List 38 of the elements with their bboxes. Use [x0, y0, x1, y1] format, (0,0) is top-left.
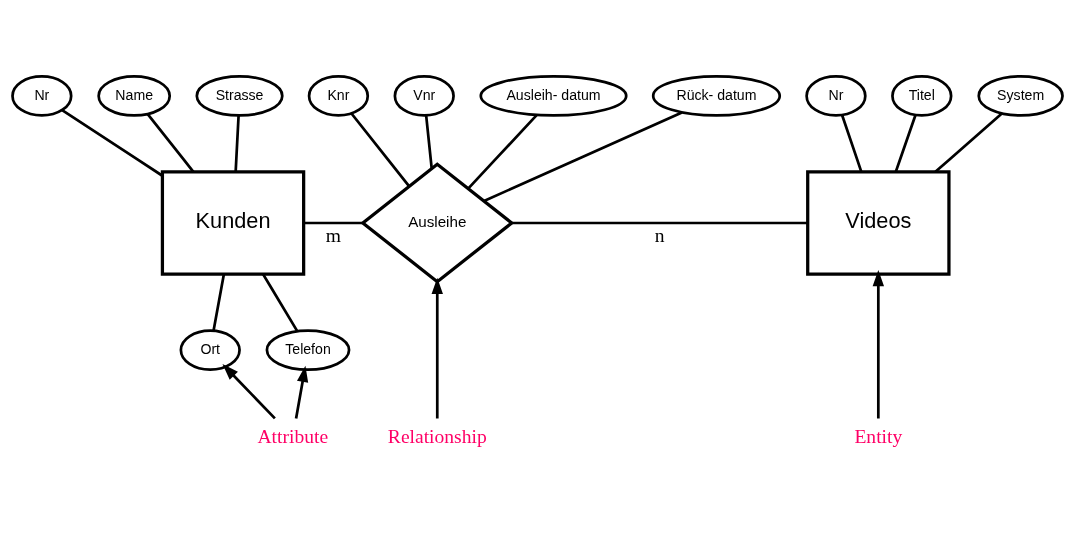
node-ellipse: Rück- datum	[651, 74, 782, 117]
connector	[840, 114, 863, 172]
connector	[212, 273, 226, 331]
connector	[483, 110, 683, 202]
edge-label: m	[325, 224, 341, 246]
connector	[350, 112, 411, 187]
node-ellipse: Knr	[307, 74, 370, 117]
arrow	[222, 363, 276, 419]
node-ellipse: Nr	[11, 74, 73, 117]
node-ellipse: Name	[97, 74, 172, 117]
node-ellipse: Ort	[179, 328, 241, 371]
connector	[424, 114, 434, 169]
node-box: Kunden	[160, 169, 306, 276]
connector	[894, 114, 917, 172]
node-ellipse: Vnr	[393, 74, 455, 117]
edge-label: n	[654, 224, 665, 246]
connector	[262, 273, 299, 332]
arrow	[294, 365, 309, 419]
connector	[934, 111, 1003, 173]
node-box: Videos	[806, 169, 951, 276]
node-text: Entity	[854, 425, 903, 447]
node-text: Attribute	[257, 425, 329, 447]
arrow	[431, 277, 443, 418]
node-ellipse: Titel	[891, 74, 953, 117]
node-text: Relationship	[387, 425, 487, 447]
node-diamond: Ausleihe	[360, 161, 515, 284]
node-ellipse: System	[977, 74, 1064, 117]
connector	[234, 115, 240, 172]
connector	[303, 221, 363, 224]
node-ellipse: Ausleih- datum	[479, 74, 628, 117]
arrow	[872, 269, 885, 418]
connector	[61, 108, 164, 177]
node-ellipse: Strasse	[195, 74, 284, 117]
node-ellipse: Telefon	[265, 328, 351, 371]
node-ellipse: Nr	[805, 74, 867, 117]
connector	[146, 112, 195, 173]
connector	[467, 113, 538, 189]
connector	[512, 221, 808, 224]
